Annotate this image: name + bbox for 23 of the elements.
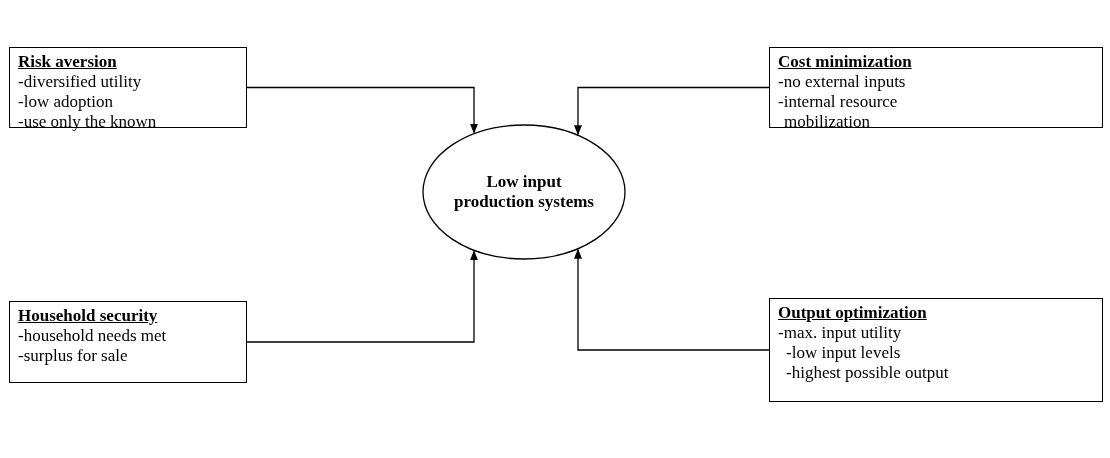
box-heading: Risk aversion	[18, 52, 117, 72]
box-heading: Output optimization	[778, 303, 927, 323]
arrow	[246, 250, 478, 343]
text-box	[769, 47, 1103, 128]
arrow	[574, 248, 770, 351]
ellipse-node	[422, 124, 626, 260]
bullet-item: -highest possible output	[785, 363, 949, 383]
box-heading: Cost minimization	[778, 52, 912, 72]
bullet-item: -no external inputs	[778, 72, 906, 92]
bullet-item: -surplus for sale	[18, 346, 128, 366]
bullet-item: -low adoption	[18, 92, 113, 112]
box-heading: Household security	[18, 306, 158, 326]
arrow	[246, 86, 478, 134]
bullet-item: -max. input utility	[778, 323, 902, 343]
text-box	[769, 298, 1103, 402]
bullet-item: -internal resource mobilization	[778, 92, 899, 132]
node-label: Low input production systems	[453, 172, 595, 212]
bullet-item: -household needs met	[18, 326, 167, 346]
bullet-item: -low input levels	[785, 343, 901, 363]
text-box	[9, 301, 247, 383]
arrow	[574, 86, 770, 136]
bullet-item: -diversified utility	[18, 72, 142, 92]
bullet-item: -use only the known	[18, 112, 157, 132]
